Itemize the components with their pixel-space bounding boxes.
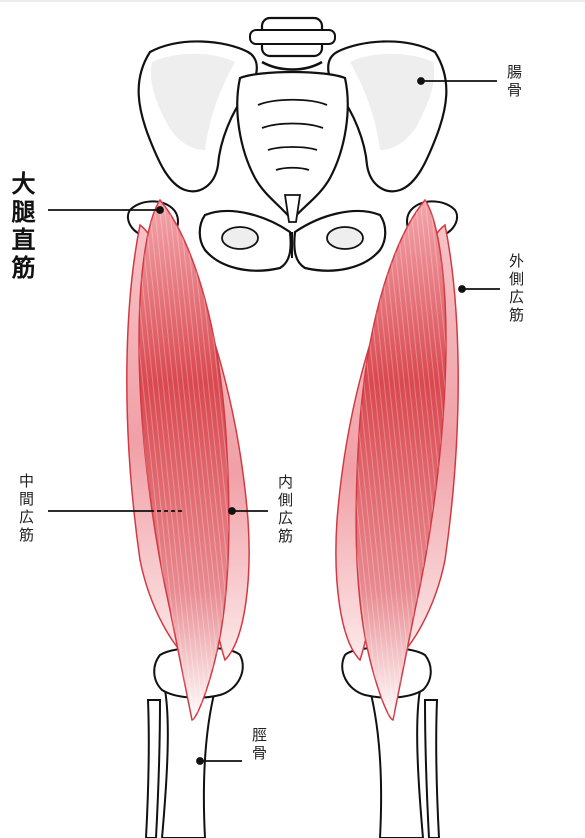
label-ilium: 腸骨 xyxy=(506,64,521,100)
tibia-icon xyxy=(162,690,215,838)
label-tibia: 脛骨 xyxy=(251,727,266,763)
right-leg xyxy=(336,200,458,838)
label-vastus-lateralis: 外側広筋 xyxy=(508,253,523,325)
label-vastus-intermedius: 中間広筋 xyxy=(18,473,33,545)
pelvis-icon xyxy=(139,18,447,271)
label-rectus-femoris: 大腿直筋 xyxy=(9,171,33,283)
left-leg xyxy=(127,200,249,838)
label-vastus-medialis: 内側広筋 xyxy=(277,474,292,546)
